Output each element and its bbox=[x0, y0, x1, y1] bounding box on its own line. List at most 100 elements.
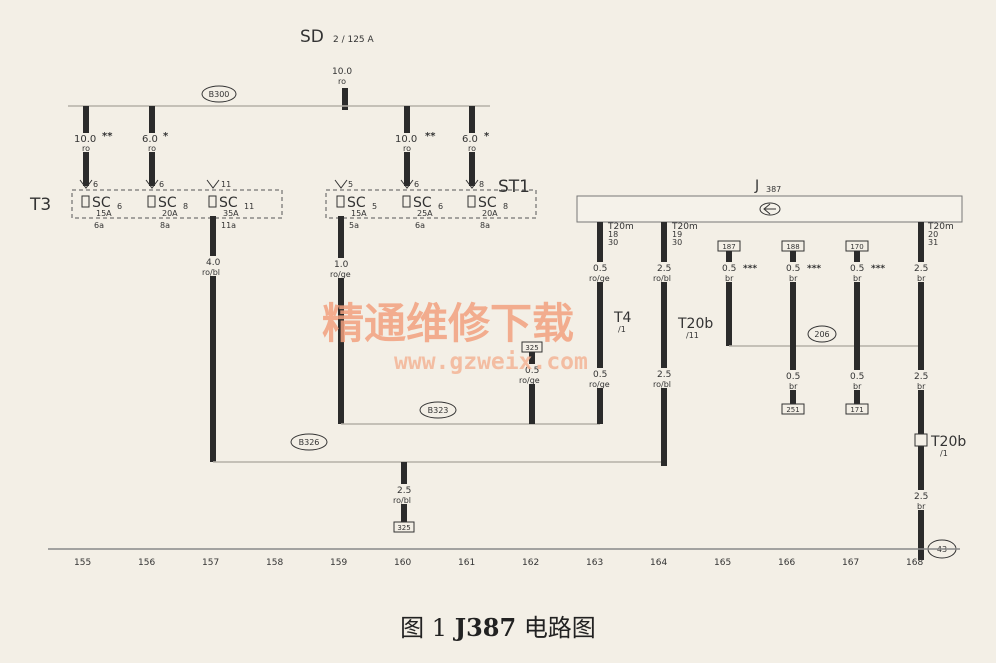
svg-text:ro/bl: ro/bl bbox=[202, 268, 220, 277]
caption-title: 电路图 bbox=[523, 614, 596, 642]
svg-text:20: 20 bbox=[928, 230, 938, 239]
connector-206 bbox=[807, 325, 837, 343]
svg-text:SC: SC bbox=[158, 195, 177, 211]
svg-text:188: 188 bbox=[786, 243, 799, 251]
feed-gauge: 6.0 bbox=[462, 134, 478, 145]
svg-text:156: 156 bbox=[138, 558, 155, 568]
svg-text:ro/ge: ro/ge bbox=[330, 270, 351, 279]
svg-text:325: 325 bbox=[397, 524, 410, 532]
svg-text:187: 187 bbox=[722, 243, 735, 251]
svg-text:ro/ge: ro/ge bbox=[589, 274, 610, 283]
svg-text:171: 171 bbox=[850, 406, 863, 414]
feed-color: ro bbox=[468, 144, 476, 153]
svg-text:30: 30 bbox=[672, 238, 682, 247]
svg-text:20A: 20A bbox=[162, 209, 178, 218]
t20b-label: T20b bbox=[677, 316, 713, 332]
svg-text:br: br bbox=[725, 274, 734, 283]
module-sub: 387 bbox=[766, 185, 781, 194]
svg-text:0.5: 0.5 bbox=[593, 370, 607, 380]
supply-color: ro bbox=[338, 77, 346, 86]
svg-text:30: 30 bbox=[608, 238, 618, 247]
svg-text:251: 251 bbox=[786, 406, 799, 414]
svg-text:5: 5 bbox=[372, 202, 377, 211]
svg-text:T20b: T20b bbox=[930, 434, 966, 450]
svg-text:6: 6 bbox=[438, 202, 443, 211]
module-symbol-icon bbox=[759, 202, 781, 216]
svg-text:11: 11 bbox=[221, 180, 231, 189]
svg-text:163: 163 bbox=[586, 558, 603, 568]
svg-text:br: br bbox=[789, 274, 798, 283]
svg-text:ro/bl: ro/bl bbox=[653, 274, 671, 283]
svg-text:160: 160 bbox=[394, 558, 411, 568]
svg-text:T20m: T20m bbox=[607, 222, 634, 232]
svg-text:/1: /1 bbox=[940, 449, 948, 458]
svg-text:0.5: 0.5 bbox=[850, 372, 864, 382]
svg-text:18: 18 bbox=[608, 230, 618, 239]
feed-color: ro bbox=[148, 144, 156, 153]
connector-b326 bbox=[290, 433, 328, 451]
ref-box bbox=[393, 521, 415, 533]
svg-text:2.5: 2.5 bbox=[914, 372, 928, 382]
svg-text:SC: SC bbox=[92, 195, 111, 211]
svg-text:0.5: 0.5 bbox=[722, 264, 736, 274]
supply-gauge: 10.0 bbox=[332, 67, 352, 77]
svg-text:2.5: 2.5 bbox=[914, 492, 928, 502]
svg-text:B326: B326 bbox=[299, 438, 320, 447]
feed-mark: ** bbox=[425, 131, 436, 142]
fuse-box-st1 bbox=[325, 189, 537, 219]
svg-text:/1: /1 bbox=[618, 325, 626, 334]
svg-text:br: br bbox=[917, 274, 926, 283]
t4-label: T4 bbox=[613, 310, 632, 326]
svg-text:168: 168 bbox=[906, 558, 923, 568]
svg-text:15A: 15A bbox=[351, 209, 367, 218]
svg-text:6: 6 bbox=[93, 180, 98, 189]
svg-text:br: br bbox=[917, 502, 926, 511]
svg-text:br: br bbox=[789, 382, 798, 391]
group-st1-label: ST1 bbox=[498, 177, 530, 197]
svg-text:6a: 6a bbox=[415, 221, 425, 230]
svg-text:20A: 20A bbox=[482, 209, 498, 218]
circuit-diagram: SD 2 / 125 A 10.0 ro B300 10.0 ** ro 6.0… bbox=[29, 27, 966, 568]
svg-text:31: 31 bbox=[928, 238, 938, 247]
svg-text:6: 6 bbox=[117, 202, 122, 211]
svg-text:SC: SC bbox=[413, 195, 432, 211]
svg-text:5: 5 bbox=[348, 180, 353, 189]
svg-text:161: 161 bbox=[458, 558, 475, 568]
fuse-st1-2: 6 SC 6 25A 6a bbox=[400, 179, 443, 230]
connector-b300 bbox=[201, 85, 237, 103]
watermark-cn: 精通维修下载 bbox=[322, 299, 574, 348]
feed-mark: * bbox=[163, 131, 169, 142]
figure-caption: 图 1 J387 电路图 bbox=[0, 608, 996, 643]
svg-text:***: *** bbox=[743, 264, 757, 274]
svg-text:SC: SC bbox=[478, 195, 497, 211]
svg-text:2.5: 2.5 bbox=[657, 370, 671, 380]
svg-text:8a: 8a bbox=[480, 221, 490, 230]
svg-text:155: 155 bbox=[74, 558, 91, 568]
supply-sub: 2 / 125 A bbox=[333, 35, 375, 45]
svg-text:325: 325 bbox=[525, 344, 538, 352]
connector-b323 bbox=[419, 401, 457, 419]
svg-text:0.5: 0.5 bbox=[525, 366, 539, 376]
ref-box bbox=[845, 403, 869, 415]
watermark-url: www.gzweix.com bbox=[394, 349, 588, 375]
svg-text:ro/bl: ro/bl bbox=[653, 380, 671, 389]
svg-text:***: *** bbox=[871, 264, 885, 274]
svg-text:br: br bbox=[853, 274, 862, 283]
svg-text:8: 8 bbox=[479, 180, 484, 189]
fuse-box-t3 bbox=[71, 189, 283, 219]
svg-text:5a: 5a bbox=[349, 221, 359, 230]
svg-text:0.5: 0.5 bbox=[593, 264, 607, 274]
svg-text:/11: /11 bbox=[686, 331, 699, 340]
fuse-st1-3: 8 SC 8 20A 8a bbox=[465, 179, 508, 230]
svg-text:B323: B323 bbox=[428, 406, 449, 415]
svg-text:br: br bbox=[917, 382, 926, 391]
svg-text:11: 11 bbox=[244, 202, 254, 211]
svg-text:ro/bl: ro/bl bbox=[393, 496, 411, 505]
connector-t20b bbox=[914, 433, 928, 447]
caption-code: J387 bbox=[454, 613, 517, 642]
svg-text:25A: 25A bbox=[417, 209, 433, 218]
svg-text:1.0: 1.0 bbox=[334, 260, 349, 270]
svg-text:6: 6 bbox=[159, 180, 164, 189]
svg-text:SC: SC bbox=[219, 195, 238, 211]
group-t3-label: T3 bbox=[29, 195, 51, 215]
